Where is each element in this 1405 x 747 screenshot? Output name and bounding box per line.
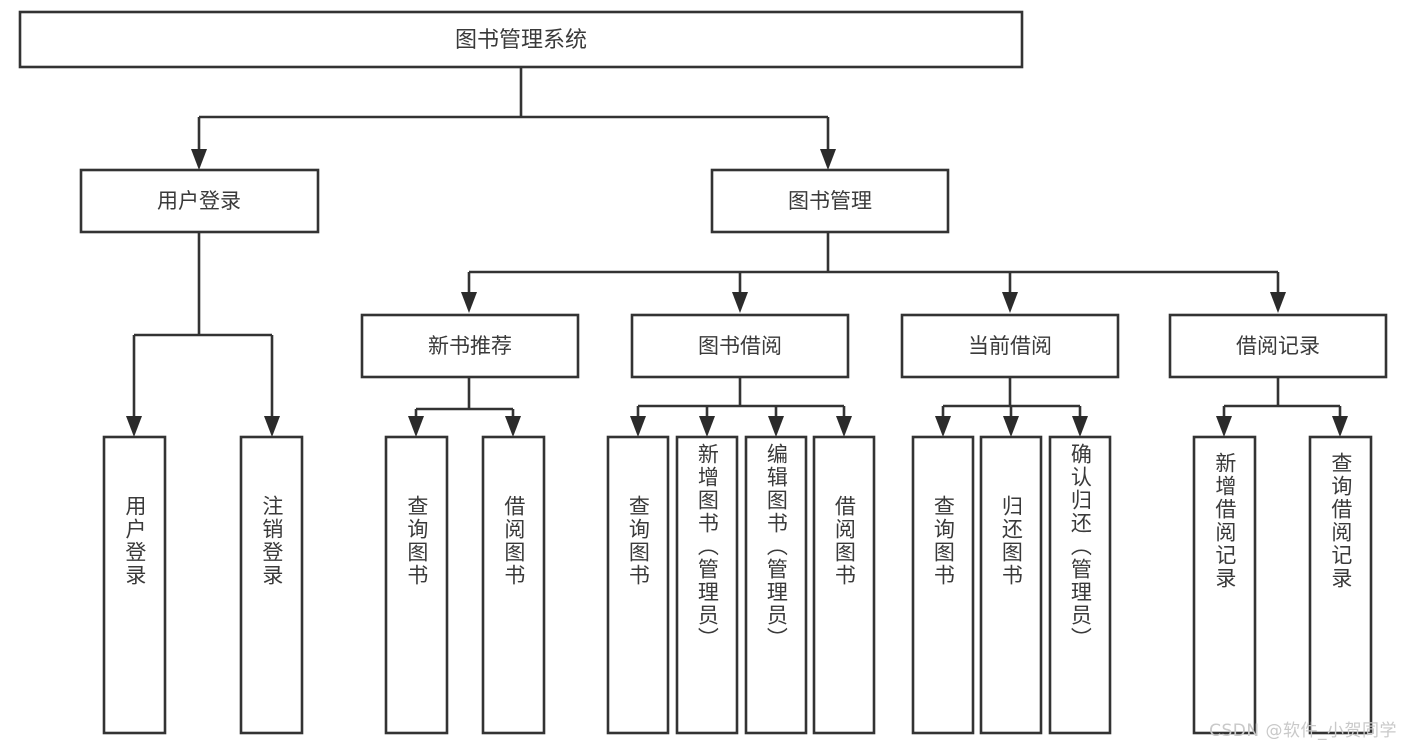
leaf-box-cb-return-book[interactable]	[979, 435, 1043, 735]
node-book-management-box[interactable]	[710, 168, 950, 234]
leaf-box-cb-query-book[interactable]	[911, 435, 975, 735]
arrow-head-book-borrow	[732, 292, 748, 313]
arrow-head-current-borrow	[1002, 292, 1018, 313]
leaf-box-br-query-record[interactable]	[1308, 435, 1373, 735]
arrow-head-br-leaf2	[1332, 416, 1348, 437]
node-current-borrow[interactable]: 当前借阅	[900, 313, 1120, 379]
arrow-head-br-leaf1	[1216, 416, 1232, 437]
leaf-boxes-borrow-record	[1192, 435, 1373, 735]
connector-group-user-login	[126, 232, 280, 437]
connector-group-root	[191, 67, 836, 170]
connector-group-borrow-record	[1216, 378, 1348, 437]
leaf-box-bb-borrow-book[interactable]	[812, 435, 876, 735]
leaf-boxes-user-login	[102, 435, 304, 735]
arrow-head-nb-leaf1	[408, 416, 424, 437]
arrow-head-bb-leaf1	[630, 416, 646, 437]
node-user-login[interactable]: 用户登录	[79, 168, 320, 234]
leaf-boxes-current-borrow	[911, 435, 1112, 735]
arrow-head-leaf-user-login	[126, 416, 142, 437]
connector-group-new-book	[408, 378, 521, 437]
arrow-head-cb-leaf2	[1003, 416, 1019, 437]
node-book-borrow-label: 图书借阅	[698, 334, 782, 358]
arrow-head-bb-leaf3	[768, 416, 784, 437]
leaf-box-logout[interactable]	[239, 435, 304, 735]
arrow-head-leaf-logout	[264, 416, 280, 437]
watermark-text: CSDN @软件_小贺同学	[1209, 721, 1397, 741]
node-user-login-box[interactable]	[79, 168, 320, 234]
node-new-book-recommend-label: 新书推荐	[428, 334, 512, 358]
arrow-head-nb-leaf2	[505, 416, 521, 437]
node-borrow-record[interactable]: 借阅记录	[1168, 313, 1388, 379]
node-root[interactable]: 图书管理系统	[18, 10, 1024, 69]
leaf-box-nb-query-book[interactable]	[384, 435, 449, 735]
arrow-head-cb-leaf3	[1072, 416, 1088, 437]
node-current-borrow-box[interactable]	[900, 313, 1120, 379]
leaf-box-cb-confirm-return[interactable]	[1048, 435, 1112, 735]
node-borrow-record-label: 借阅记录	[1236, 334, 1320, 358]
leaf-box-user-login[interactable]	[102, 435, 167, 735]
leaf-box-bb-query-book[interactable]	[606, 435, 670, 735]
leaf-box-br-add-record[interactable]	[1192, 435, 1257, 735]
connector-group-current-borrow	[935, 378, 1088, 437]
leaf-box-bb-edit-book[interactable]	[744, 435, 808, 735]
node-borrow-record-box[interactable]	[1168, 313, 1388, 379]
leaf-box-nb-borrow-book[interactable]	[481, 435, 546, 735]
node-new-book-recommend[interactable]: 新书推荐	[360, 313, 580, 379]
node-user-login-label: 用户登录	[157, 189, 241, 213]
node-book-management-label: 图书管理	[788, 189, 872, 213]
leaf-boxes-new-book-recommend	[384, 435, 546, 735]
arrow-head-borrow-record	[1270, 292, 1286, 313]
node-root-label: 图书管理系统	[455, 28, 587, 53]
arrow-head-book-mgmt	[820, 149, 836, 170]
leaf-box-bb-add-book[interactable]	[675, 435, 739, 735]
arrow-head-cb-leaf1	[935, 416, 951, 437]
arrow-head-user-login	[191, 149, 207, 170]
node-book-management[interactable]: 图书管理	[710, 168, 950, 234]
connector-group-book-mgmt	[461, 232, 1286, 313]
node-root-box[interactable]	[18, 10, 1024, 69]
node-book-borrow[interactable]: 图书借阅	[630, 313, 850, 379]
node-current-borrow-label: 当前借阅	[968, 334, 1052, 358]
node-new-book-recommend-box[interactable]	[360, 313, 580, 379]
arrow-head-bb-leaf2	[699, 416, 715, 437]
leaf-boxes-book-borrow	[606, 435, 876, 735]
arrow-head-bb-leaf4	[836, 416, 852, 437]
node-book-borrow-box[interactable]	[630, 313, 850, 379]
connector-group-book-borrow	[630, 378, 852, 437]
arrow-head-new-book	[461, 292, 477, 313]
